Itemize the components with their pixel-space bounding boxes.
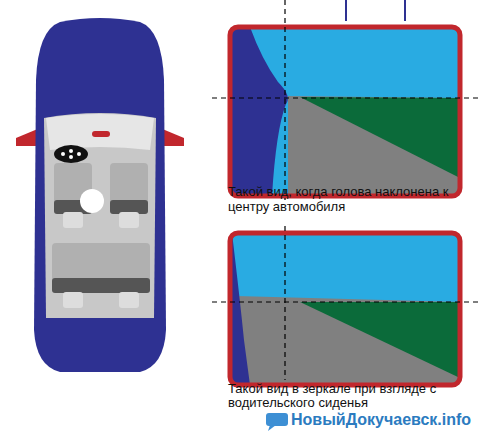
caption: Такой вид в зеркале при взгляде с водите… <box>228 382 478 410</box>
crosshair <box>212 0 480 380</box>
rear-seat-back <box>52 278 150 293</box>
watermark-icon <box>266 413 288 431</box>
headrest <box>119 292 139 308</box>
car-top-view <box>16 18 184 372</box>
headrest <box>63 212 83 228</box>
indicator <box>92 131 110 137</box>
watermark: НовыйДокучаевск.info <box>291 410 496 429</box>
caption: Такой вид, когда голова наклонена к цент… <box>228 184 478 214</box>
mirror-view-bottom <box>230 233 460 385</box>
car-interior <box>44 113 156 318</box>
steering-wheel <box>54 145 88 163</box>
driver-head <box>80 189 104 213</box>
headrest <box>63 292 83 308</box>
headrest <box>119 212 139 228</box>
wheel-dots <box>61 149 81 159</box>
car-body <box>34 18 166 372</box>
mirror-mount <box>345 0 347 21</box>
mirror-frame <box>230 233 460 385</box>
passenger-seat-back <box>110 200 148 214</box>
mirror-view-top <box>230 27 460 196</box>
mirror-frame <box>230 27 460 196</box>
dashboard <box>46 114 154 150</box>
mirror-mount <box>404 0 406 21</box>
